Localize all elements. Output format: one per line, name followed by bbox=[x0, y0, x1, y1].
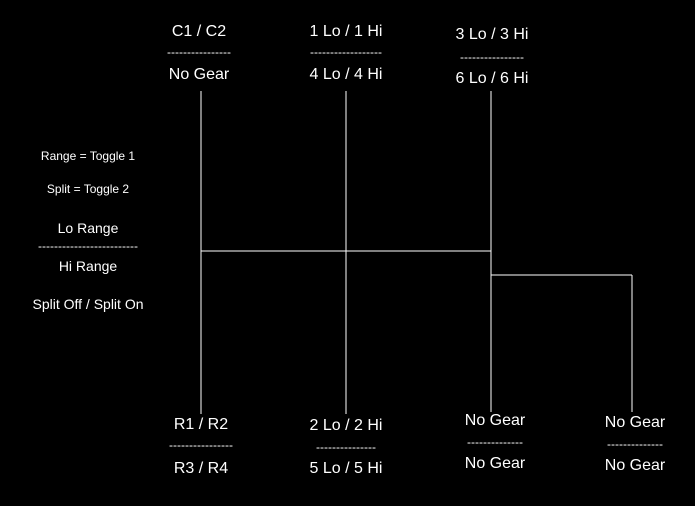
legend-hi-range: Hi Range bbox=[58, 258, 118, 274]
gear-no-gear-c2: No Gear bbox=[604, 457, 666, 474]
gear-no-gear-top: No Gear bbox=[168, 66, 230, 83]
gear-2lo-2hi: 2 Lo / 2 Hi bbox=[309, 417, 383, 434]
legend-lo-range: Lo Range bbox=[57, 220, 119, 236]
divider-e: --------------- bbox=[316, 440, 376, 454]
gear-6lo-6hi: 6 Lo / 6 Hi bbox=[455, 70, 529, 87]
divider-b: ------------------ bbox=[310, 45, 382, 59]
legend-split-mode: Split Off / Split On bbox=[32, 296, 144, 312]
gear-no-gear-c1: No Gear bbox=[604, 414, 666, 431]
divider-c: ---------------- bbox=[460, 50, 524, 64]
legend-divider: ------------------------- bbox=[38, 239, 138, 253]
divider-f: -------------- bbox=[467, 435, 523, 449]
legend-range: Range = Toggle 1 bbox=[40, 149, 136, 163]
gear-r3-r4: R3 / R4 bbox=[173, 460, 229, 477]
gear-5lo-5hi: 5 Lo / 5 Hi bbox=[309, 460, 383, 477]
divider-g: -------------- bbox=[607, 437, 663, 451]
gear-3lo-3hi: 3 Lo / 3 Hi bbox=[455, 26, 529, 43]
gear-1lo-1hi: 1 Lo / 1 Hi bbox=[309, 23, 383, 40]
gear-4lo-4hi: 4 Lo / 4 Hi bbox=[309, 66, 383, 83]
divider-a: ---------------- bbox=[167, 45, 231, 59]
divider-d: ---------------- bbox=[169, 438, 233, 452]
legend-split: Split = Toggle 2 bbox=[46, 182, 130, 196]
gear-no-gear-b2: No Gear bbox=[464, 455, 526, 472]
gear-r1-r2: R1 / R2 bbox=[173, 416, 229, 433]
gear-no-gear-b1: No Gear bbox=[464, 412, 526, 429]
gear-c1-c2: C1 / C2 bbox=[171, 23, 227, 40]
